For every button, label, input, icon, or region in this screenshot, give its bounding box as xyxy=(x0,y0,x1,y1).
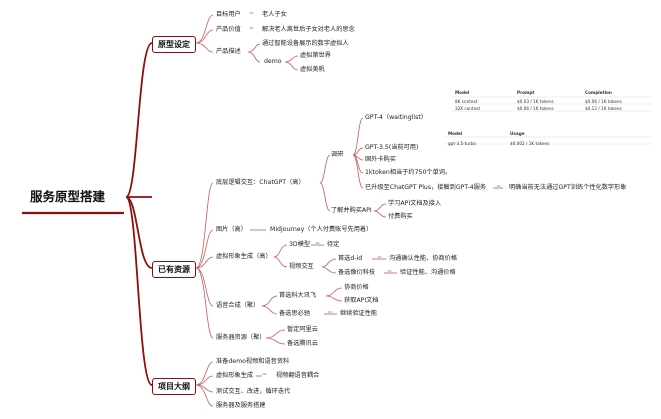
table-header: Completion xyxy=(585,90,612,95)
separator-icon: = xyxy=(387,268,393,275)
separator-icon: = xyxy=(327,309,333,316)
separator-icon: = xyxy=(377,254,383,261)
separator-icon: = xyxy=(249,10,255,17)
node-voice-backup-value[interactable]: 继续验证性能 xyxy=(340,310,378,317)
node-demo-item-2[interactable]: 虚拟美帆 xyxy=(300,66,325,73)
node-logic[interactable]: 底层逻辑交互：ChatGPT（高） xyxy=(216,179,305,186)
node-target-users-value[interactable]: 老人子女 xyxy=(262,11,287,18)
separator-icon: = xyxy=(262,371,268,378)
node-voice-first[interactable]: 首选科大讯飞 xyxy=(279,292,317,299)
edge-root-outline xyxy=(125,196,153,386)
separator-icon: = xyxy=(249,25,255,32)
node-research-plus[interactable]: 已升级至ChatGPT Plus，接触到GPT-4服务 xyxy=(365,184,487,191)
node-research-token[interactable]: 1ktoken相当于约750个单词。 xyxy=(365,169,452,176)
node-purchase-pay[interactable]: 付费购买 xyxy=(388,213,413,220)
node-target-users[interactable]: 目标用户 xyxy=(216,11,241,18)
node-demo-item-1[interactable]: 虚拟第世界 xyxy=(300,52,331,59)
branch-outline[interactable]: 项目大纲 xyxy=(152,378,196,395)
table-header: Model xyxy=(448,131,463,136)
node-voice-backup[interactable]: 备选思必驰 xyxy=(279,310,310,317)
node-video-first-value[interactable]: 沟通确认性能、协商价格 xyxy=(389,255,458,262)
node-3d-model[interactable]: 3D模型 xyxy=(289,241,311,248)
node-purchase[interactable]: 了解并购买API xyxy=(331,207,372,214)
node-research-gpt4[interactable]: GPT-4（waitinglist） xyxy=(365,114,427,121)
table-cell: $0.12 / 1K tokens xyxy=(585,106,622,111)
separator-icon: = xyxy=(496,183,502,190)
node-outline-demo[interactable]: 准备demo视频和语音资料 xyxy=(216,358,290,365)
node-outline-avatar-note[interactable]: 视频翻语音耦合 xyxy=(276,372,320,379)
node-images-value[interactable]: Midjourney（个人付费账号先用着） xyxy=(270,226,373,233)
table-header: Prompt xyxy=(517,90,535,95)
node-video-backup[interactable]: 备选像衍科技 xyxy=(338,269,376,276)
node-demo[interactable]: demo xyxy=(264,58,282,65)
branch-prototype[interactable]: 原型设定 xyxy=(152,36,196,53)
table-cell: 32K context xyxy=(455,106,481,111)
edge-root-prototype xyxy=(125,42,153,198)
separator-icon: = xyxy=(315,240,321,247)
gpt35-pricing-table: Model Usage gpt-3.5-turbo $0.002 / 1K to… xyxy=(448,131,652,151)
table-cell: $0.06 / 1K tokens xyxy=(517,106,554,111)
node-research-card[interactable]: 国外卡购买 xyxy=(365,156,396,163)
node-product-value[interactable]: 产品价值 xyxy=(216,26,241,33)
gpt4-pricing-table: Model Prompt Completion 8K context $0.03… xyxy=(455,90,651,116)
node-avatar[interactable]: 虚拟形象生成（高） xyxy=(216,253,272,260)
table-cell: 8K context xyxy=(455,99,478,104)
node-video[interactable]: 视频交互 xyxy=(289,263,314,270)
node-research-plus-note[interactable]: 明确当前无法通过GPT训练个性化数字形象 xyxy=(509,184,627,191)
node-voice-first-doc[interactable]: 获取API文档 xyxy=(344,297,379,304)
node-voice-first-price[interactable]: 协商价格 xyxy=(344,284,369,291)
table-cell: $0.06 / 1K tokens xyxy=(585,99,622,104)
table-cell: $0.002 / 1K tokens xyxy=(510,141,550,146)
table-cell: $0.03 / 1K tokens xyxy=(517,99,554,104)
node-server-aliyun[interactable]: 暂定阿里云 xyxy=(287,326,318,333)
node-server[interactable]: 服务器资源（聚） xyxy=(216,334,266,341)
table-cell: gpt-3.5-turbo xyxy=(448,141,476,146)
node-research-gpt35[interactable]: GPT-3.5(当前可用) xyxy=(365,144,419,151)
node-video-backup-value[interactable]: 验证性能、沟通价格 xyxy=(400,269,456,276)
table-header: Model xyxy=(455,90,470,95)
node-server-tencent[interactable]: 备选腾讯云 xyxy=(287,340,318,347)
branch-resources[interactable]: 已有资源 xyxy=(152,261,196,278)
node-3d-model-value[interactable]: 待定 xyxy=(327,241,340,248)
node-research[interactable]: 调研 xyxy=(331,151,344,158)
node-product-desc[interactable]: 产品描述 xyxy=(216,48,241,55)
node-video-first[interactable]: 首选d-id xyxy=(338,255,363,262)
node-voice[interactable]: 语音合成（聚） xyxy=(216,302,260,309)
table-header: Usage xyxy=(510,131,525,136)
node-outline-avatar[interactable]: 虚拟形象生成 xyxy=(216,372,254,379)
edge-root-resources-2 xyxy=(125,196,153,269)
node-outline-test[interactable]: 测试交互、改进，循环迭代 xyxy=(216,388,291,395)
node-product-desc-intro[interactable]: 通过智能设备展示的数字虚拟人 xyxy=(262,40,349,47)
node-purchase-doc[interactable]: 学习API文档及接入 xyxy=(388,200,442,207)
node-images[interactable]: 图片（高） xyxy=(216,226,247,233)
node-product-value-text[interactable]: 解决老人离世后子女对老人的思念 xyxy=(262,26,355,33)
root-node[interactable]: 服务原型搭建 xyxy=(30,189,106,204)
node-outline-server[interactable]: 服务器及服务搭建 xyxy=(216,402,266,409)
